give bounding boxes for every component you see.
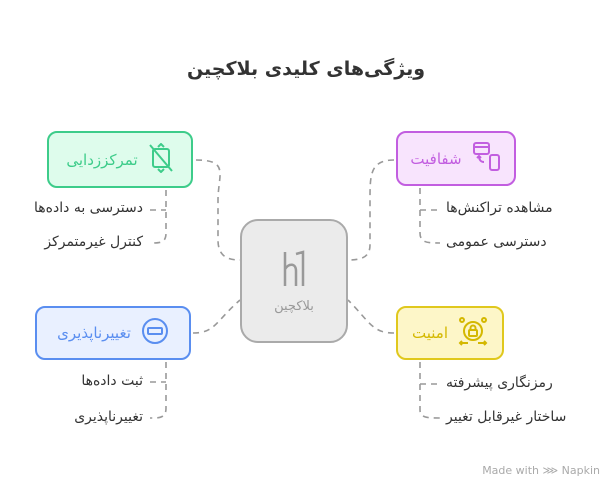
- node-label: تمرکززدایی: [66, 150, 138, 169]
- list-item: ساختار غیرقابل تغییر: [446, 409, 567, 425]
- h1-icon: [279, 249, 309, 293]
- connector-immutability: [192, 299, 241, 334]
- node-transparency[interactable]: شفافیت: [396, 131, 516, 186]
- node-label: تغییرناپذیری: [57, 324, 131, 342]
- card-transfer-icon: [472, 141, 502, 177]
- list-item: تغییرناپذیری: [74, 409, 143, 425]
- connector-decentralization: [195, 159, 241, 261]
- node-label: شفافیت: [410, 149, 462, 168]
- center-label: بلاکچین: [274, 298, 314, 314]
- node-decentralization[interactable]: تمرکززدایی: [47, 131, 193, 188]
- branch-security: [419, 362, 441, 419]
- branch-transparency: [419, 188, 441, 244]
- minus-circle-icon: [141, 317, 169, 349]
- node-label: امنیت: [412, 324, 448, 342]
- list-item: کنترل غیرمتمرکز: [44, 234, 143, 250]
- no-mobile-icon: [148, 142, 174, 177]
- center-node[interactable]: بلاکچین: [240, 219, 348, 343]
- list-item: دسترسی عمومی: [446, 234, 547, 250]
- diagram-title: ویژگی‌های کلیدی بلاکچین: [186, 58, 426, 80]
- branch-immutability: [149, 362, 167, 419]
- list-item: رمزنگاری پیشرفته: [446, 375, 553, 391]
- connector-security: [347, 299, 395, 334]
- connector-transparency: [347, 159, 395, 261]
- list-item: ثبت داده‌ها: [81, 373, 143, 389]
- node-immutability[interactable]: تغییرناپذیری: [35, 306, 191, 360]
- lock-network-icon: [458, 316, 488, 350]
- node-security[interactable]: امنیت: [396, 306, 504, 360]
- napkin-watermark: Made with ⋙ Napkin: [482, 464, 600, 477]
- branch-decentralization: [149, 190, 167, 244]
- list-item: مشاهده تراکنش‌ها: [446, 200, 553, 216]
- list-item: دسترسی به داده‌ها: [34, 200, 143, 216]
